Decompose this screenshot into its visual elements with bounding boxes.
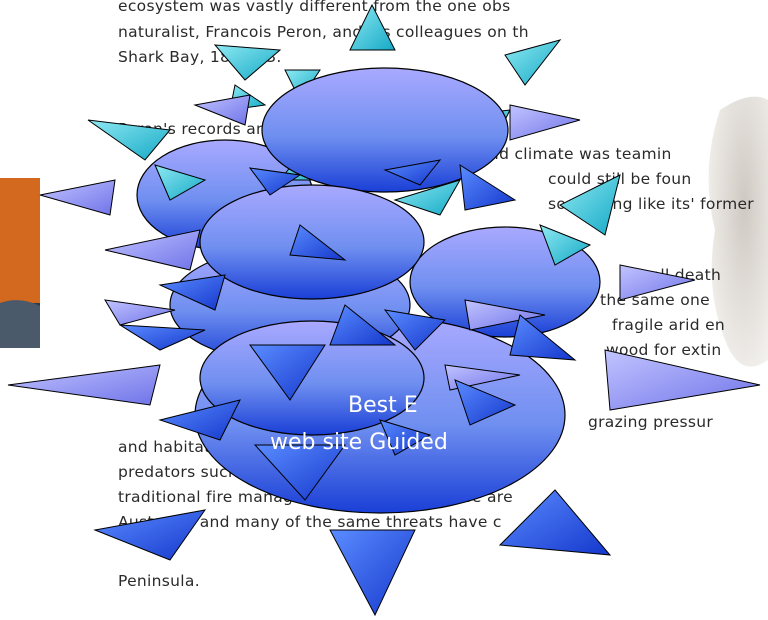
triangle-shape — [505, 40, 560, 85]
triangle-shape — [40, 180, 115, 215]
triangle-shape — [105, 300, 175, 325]
triangle-shape — [330, 530, 415, 615]
triangle-shape — [88, 120, 170, 160]
triangle-shape — [460, 165, 515, 210]
overlay-caption: Best E — [348, 393, 418, 418]
triangle-shape — [560, 175, 620, 235]
triangle-shape — [510, 105, 580, 140]
triangle-shape — [105, 230, 200, 270]
triangle-shape — [95, 510, 205, 560]
triangle-shape — [500, 490, 610, 555]
triangle-shape — [605, 350, 760, 410]
triangle-shape — [195, 95, 250, 125]
triangle-shape — [215, 45, 280, 80]
triangle-shape — [350, 5, 395, 50]
overlay-caption: web site Guided — [270, 430, 448, 455]
triangle-shape — [8, 365, 160, 405]
triangle-shape — [620, 265, 695, 300]
